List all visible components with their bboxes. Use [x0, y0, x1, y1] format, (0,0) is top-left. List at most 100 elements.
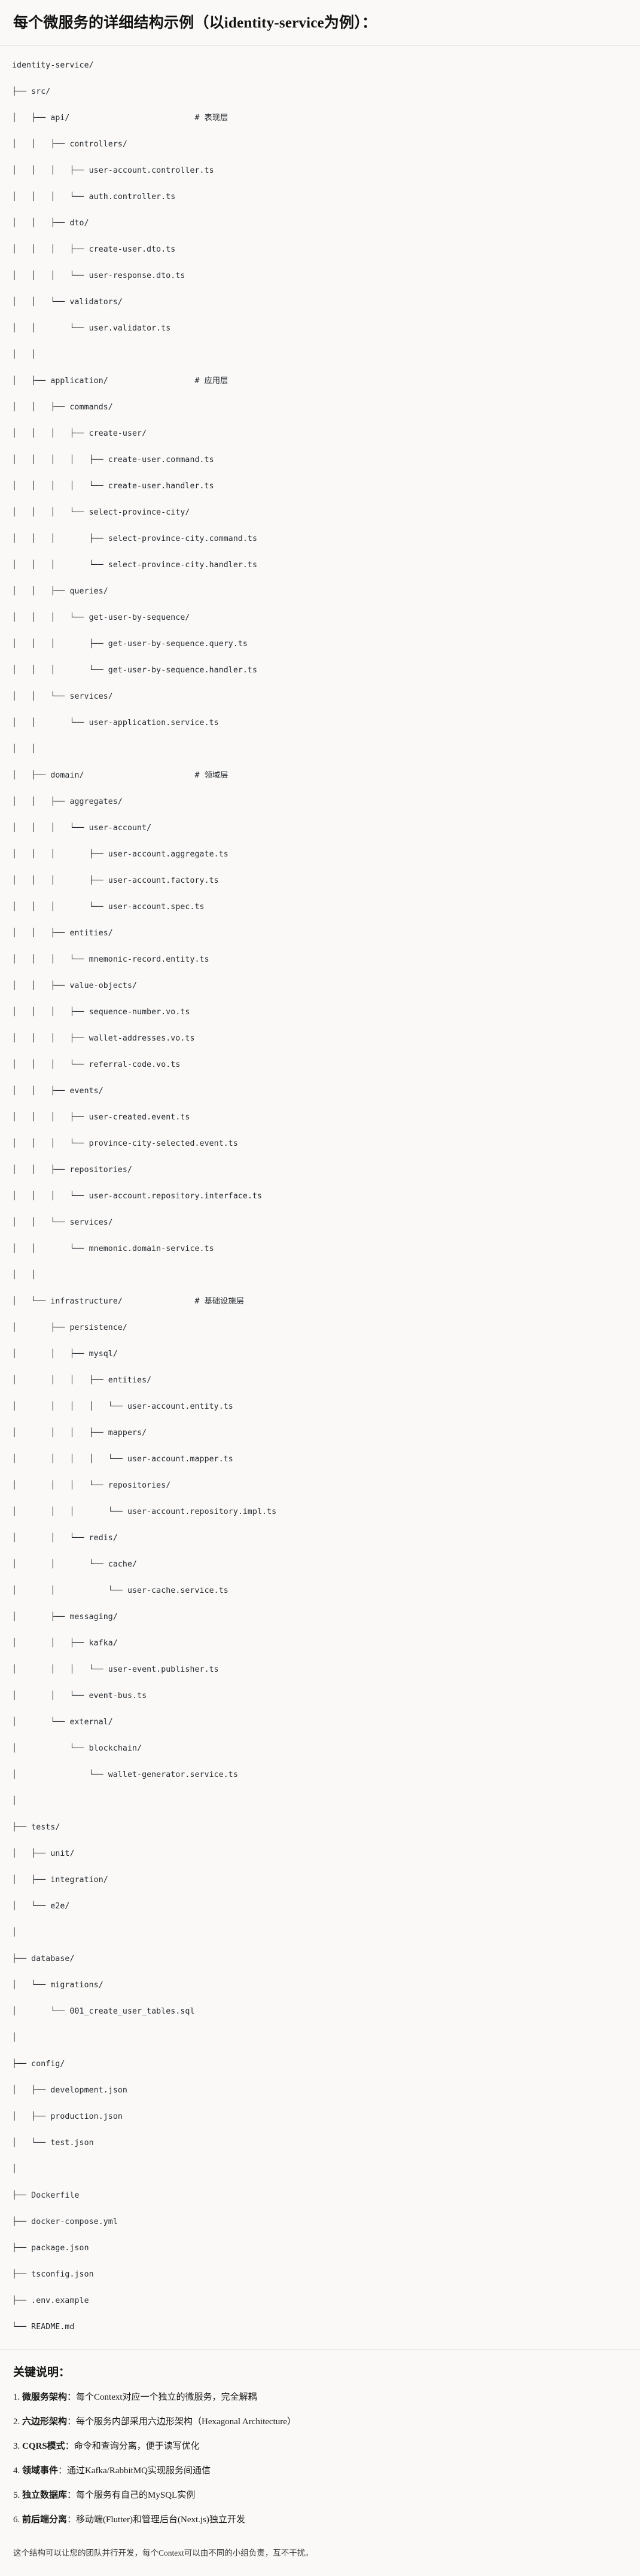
- key-note-term: 领域事件: [22, 2465, 59, 2476]
- tree-line: │ │ └── cache/: [12, 1559, 138, 1569]
- tree-line: │ │ ├── events/: [12, 1086, 103, 1096]
- key-notes-list: 微服务架构：每个Context对应一个独立的微服务，完全解耦六边形架构：每个服务…: [13, 2390, 627, 2527]
- tree-line: │ │ └── redis/: [12, 1533, 118, 1543]
- tree-line: │ │ └── mnemonic.domain-service.ts: [12, 1244, 214, 1253]
- key-note-description: 通过Kafka/RabbitMQ实现服务间通信: [67, 2465, 211, 2476]
- tree-line: ├── config/: [12, 2059, 65, 2069]
- tree-line: │ │ │ ├── wallet-addresses.vo.ts: [12, 1033, 195, 1043]
- key-note-term: 微服务架构: [22, 2392, 68, 2402]
- key-note-separator: ：: [67, 2514, 77, 2525]
- tree-line: │ └── 001_create_user_tables.sql: [12, 2006, 195, 2016]
- tree-line: │ │: [12, 744, 36, 754]
- tree-line: │ │: [12, 350, 36, 359]
- key-note-separator: ：: [67, 2416, 77, 2427]
- tree-line: │ └── infrastructure/ # 基础设施层: [12, 1296, 245, 1306]
- directory-tree-block: identity-service/ ├── src/ │ ├── api/ # …: [0, 45, 640, 2349]
- tree-line: ├── docker-compose.yml: [12, 2217, 118, 2226]
- tree-line: │: [12, 1928, 17, 1937]
- key-note-item: 六边形架构：每个服务内部采用六边形架构（Hexagonal Architectu…: [13, 2415, 627, 2429]
- tree-line: │ └── blockchain/: [12, 1743, 142, 1753]
- tree-line: │ │ │ ├── user-account.aggregate.ts: [12, 849, 228, 859]
- key-note-separator: ：: [67, 2490, 77, 2500]
- tree-line: identity-service/: [12, 60, 94, 70]
- tree-line: │ │ └── user-cache.service.ts: [12, 1586, 228, 1595]
- tree-line: │ └── test.json: [12, 2138, 94, 2147]
- key-note-separator: ：: [58, 2465, 68, 2476]
- tree-line: │ ├── unit/: [12, 1849, 75, 1858]
- tree-line: ├── tests/: [12, 1822, 60, 1832]
- tree-line: │ │ │ ├── mappers/: [12, 1428, 147, 1437]
- tree-line: │: [12, 1796, 17, 1806]
- tree-line: │ │ │ └── select-province-city.handler.t…: [12, 560, 258, 570]
- tree-line: │ └── e2e/: [12, 1901, 70, 1911]
- tree-line: ├── database/: [12, 1954, 75, 1963]
- tree-line: │ │ │ ├── create-user/: [12, 429, 147, 438]
- tree-line: │ ├── domain/ # 领域层: [12, 770, 228, 780]
- tree-line: │ │ ├── entities/: [12, 928, 113, 938]
- key-note-description: 每个服务有自己的MySQL实例: [76, 2490, 196, 2500]
- tree-line: │ │ │ ├── user-account.controller.ts: [12, 166, 214, 175]
- document-header: 每个微服务的详细结构示例（以identity-service为例）：: [0, 0, 640, 46]
- tree-line: └── README.md: [12, 2322, 75, 2332]
- page-title: 每个微服务的详细结构示例（以identity-service为例）：: [13, 15, 377, 31]
- tree-line: │ │ └── services/: [12, 1217, 113, 1227]
- tree-line: │ │ ├── value-objects/: [12, 981, 138, 990]
- tree-line: ├── .env.example: [12, 2296, 89, 2305]
- tree-line: │ ├── production.json: [12, 2112, 123, 2121]
- key-note-term: 六边形架构: [22, 2416, 68, 2427]
- tree-line: │ │ │ └── user-account/: [12, 823, 152, 833]
- tree-line: │ └── external/: [12, 1717, 113, 1727]
- tree-line: │ │ │ │ ├── create-user.command.ts: [12, 455, 214, 464]
- tree-line: │ │ │ └── referral-code.vo.ts: [12, 1060, 181, 1069]
- key-note-separator: ：: [65, 2441, 74, 2451]
- key-note-item: 微服务架构：每个Context对应一个独立的微服务，完全解耦: [13, 2390, 627, 2404]
- tree-line: │ │ ├── repositories/: [12, 1165, 132, 1174]
- tree-line: │ │ ├── controllers/: [12, 139, 127, 149]
- key-note-description: 每个服务内部采用六边形架构（Hexagonal Architecture）: [76, 2416, 296, 2427]
- tree-line: │ │ │ └── user-event.publisher.ts: [12, 1665, 219, 1674]
- tree-line: │ │ │ │ └── user-account.mapper.ts: [12, 1454, 233, 1464]
- tree-line: │ ├── application/ # 应用层: [12, 376, 228, 386]
- tree-line: │ │ │ ├── get-user-by-sequence.query.ts: [12, 639, 248, 648]
- tree-line: │ │ └── services/: [12, 692, 113, 701]
- tree-line: │ ├── api/ # 表现层: [12, 113, 228, 123]
- tree-line: ├── tsconfig.json: [12, 2269, 94, 2279]
- tree-line: │ │ ├── queries/: [12, 586, 108, 596]
- key-note-item: CQRS模式：命令和查询分离，便于读写优化: [13, 2439, 627, 2453]
- tree-line: │: [12, 2164, 17, 2174]
- tree-line: │ │ │ └── user-account.repository.impl.t…: [12, 1507, 277, 1516]
- key-note-item: 领域事件：通过Kafka/RabbitMQ实现服务间通信: [13, 2464, 627, 2478]
- tree-line: │ │ │ ├── user-created.event.ts: [12, 1112, 190, 1122]
- tree-line: │ │: [12, 1270, 36, 1280]
- key-notes-footer: 这个结构可以让您的团队并行开发，每个Context可以由不同的小组负责，互不干扰…: [0, 2543, 640, 2576]
- tree-line: │ │ ├── commands/: [12, 402, 113, 412]
- key-notes-section: 关键说明： 微服务架构：每个Context对应一个独立的微服务，完全解耦六边形架…: [0, 2349, 640, 2543]
- tree-line: │ ├── messaging/: [12, 1612, 118, 1622]
- tree-line: ├── package.json: [12, 2243, 89, 2253]
- tree-line: │ │ │ └── mnemonic-record.entity.ts: [12, 954, 209, 964]
- directory-tree: identity-service/ ├── src/ │ ├── api/ # …: [12, 59, 628, 2334]
- key-note-description: 移动端(Flutter)和管理后台(Next.js)独立开发: [76, 2514, 245, 2525]
- tree-line: │ └── wallet-generator.service.ts: [12, 1770, 238, 1779]
- tree-line: │ ├── development.json: [12, 2085, 127, 2095]
- tree-line: │ │ │ └── get-user-by-sequence/: [12, 613, 190, 622]
- key-note-separator: ：: [67, 2392, 77, 2402]
- tree-line: │ │ ├── dto/: [12, 218, 89, 228]
- tree-line: │ │ └── event-bus.ts: [12, 1691, 147, 1700]
- tree-line: │ │ │ ├── select-province-city.command.t…: [12, 534, 258, 543]
- tree-line: │ │ │ │ └── create-user.handler.ts: [12, 481, 214, 491]
- key-notes-heading: 关键说明：: [13, 2366, 71, 2379]
- tree-line: │ │ └── user-application.service.ts: [12, 718, 219, 727]
- key-note-description: 命令和查询分离，便于读写优化: [74, 2441, 200, 2451]
- tree-line: │ │ │ └── user-account.repository.interf…: [12, 1191, 263, 1201]
- key-note-term: CQRS模式: [22, 2441, 65, 2451]
- tree-line: ├── Dockerfile: [12, 2190, 80, 2200]
- tree-line: │ │ │ └── user-response.dto.ts: [12, 271, 185, 280]
- tree-line: │ │ │ │ └── user-account.entity.ts: [12, 1402, 233, 1411]
- tree-line: │ │ ├── kafka/: [12, 1638, 118, 1648]
- tree-line: │ │ │ ├── sequence-number.vo.ts: [12, 1007, 190, 1017]
- key-note-item: 独立数据库：每个服务有自己的MySQL实例: [13, 2488, 627, 2502]
- key-note-term: 前后端分离: [22, 2514, 68, 2525]
- tree-line: │ ├── persistence/: [12, 1323, 127, 1332]
- tree-line: │ │ └── validators/: [12, 297, 123, 307]
